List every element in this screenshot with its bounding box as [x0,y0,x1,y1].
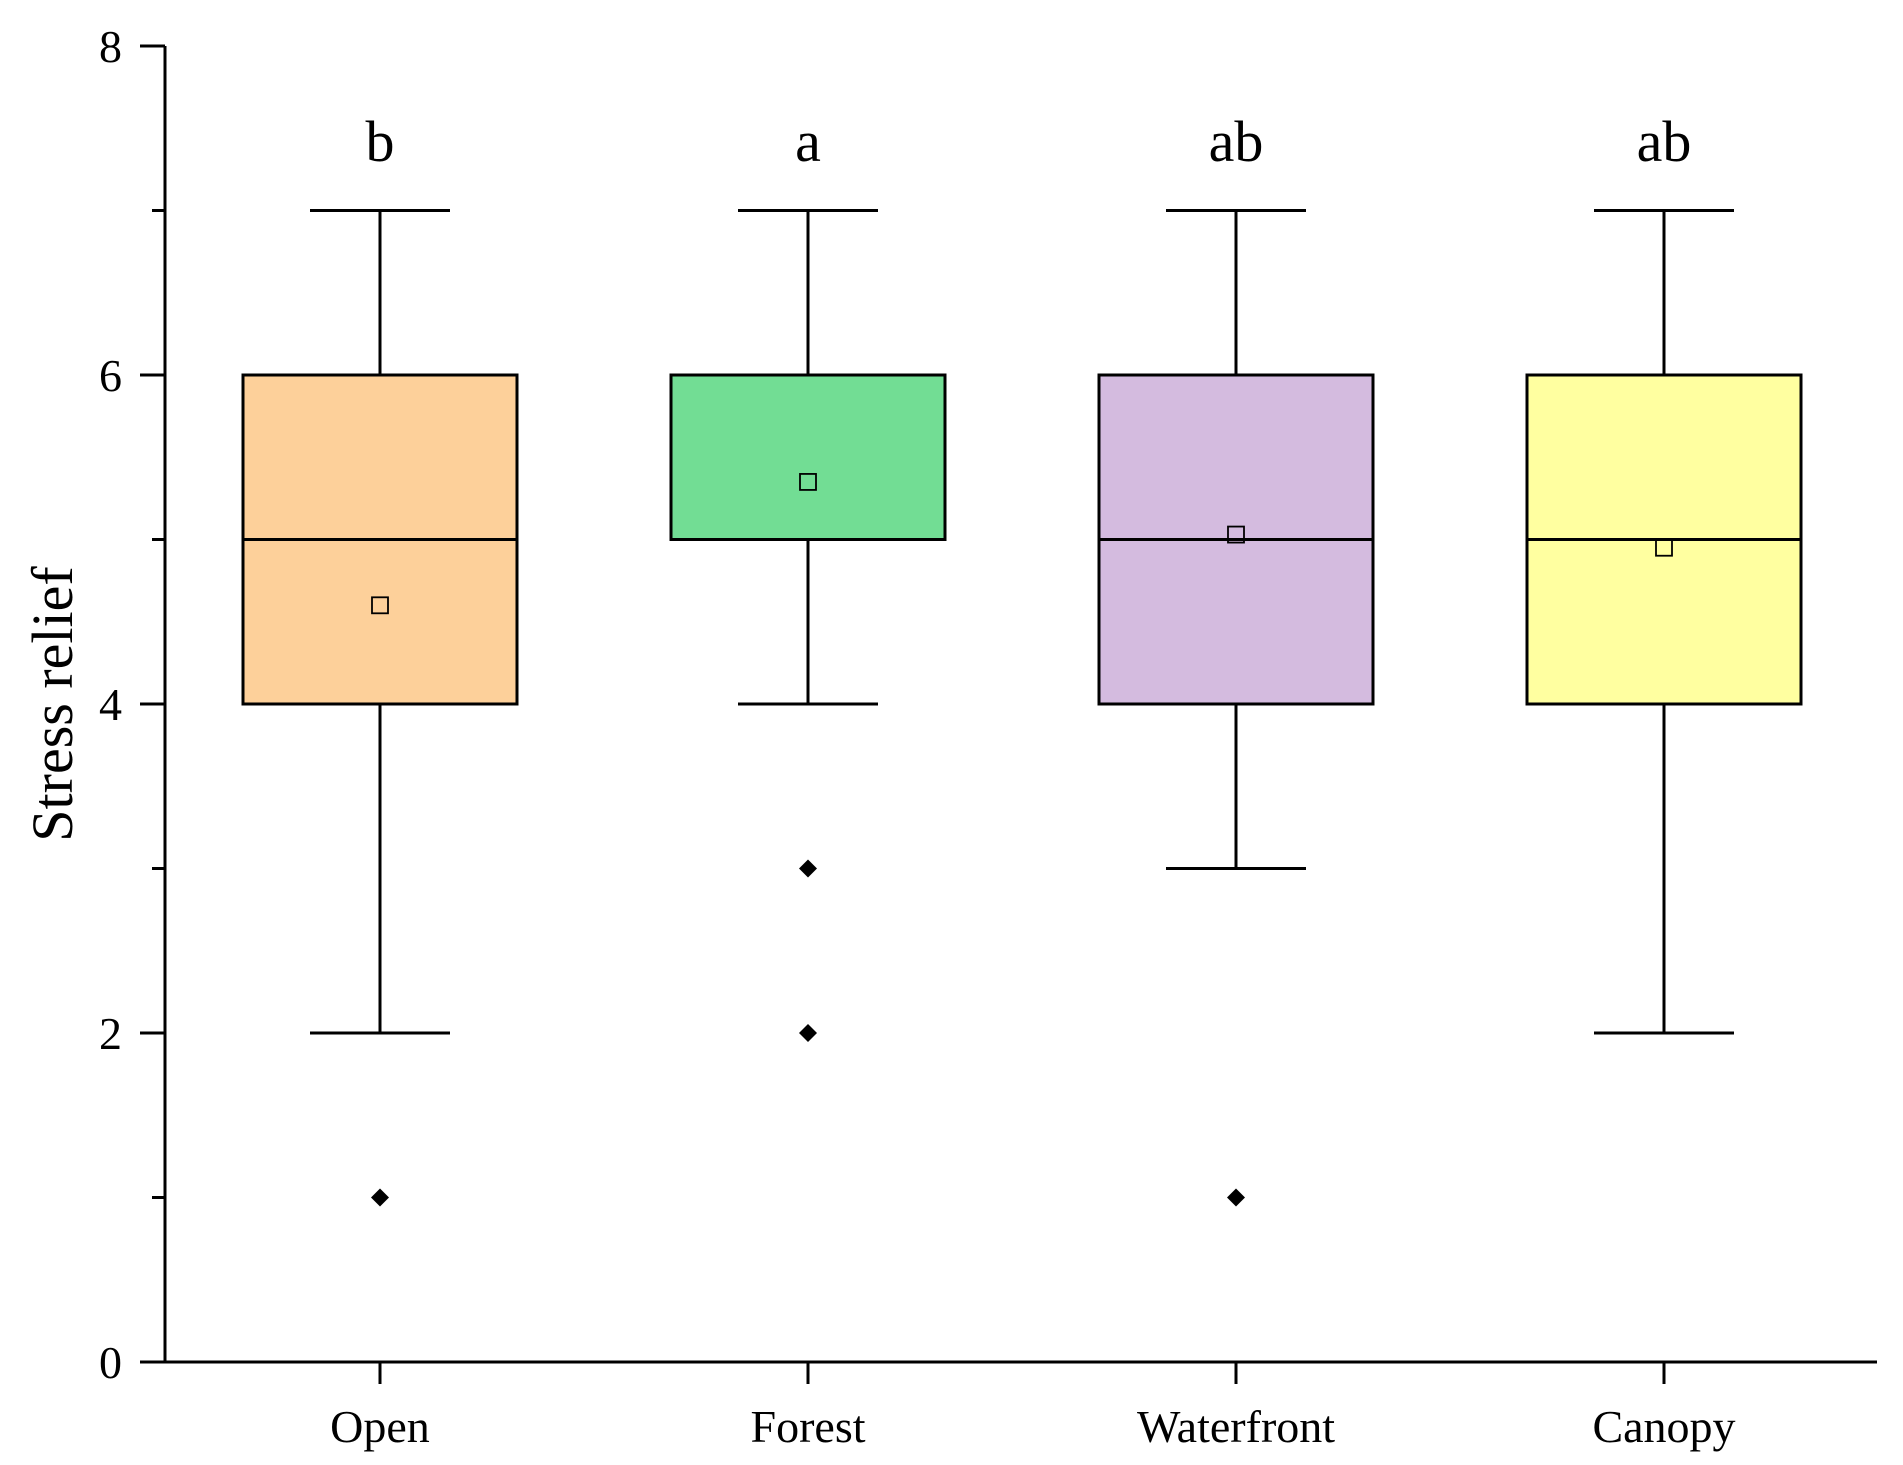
outlier-point [799,1024,817,1042]
y-tick-label: 0 [99,1337,122,1388]
boxes-layer: b a ab ab [241,109,1803,1207]
box-group-open: b [241,109,519,1207]
mean-marker [799,473,817,491]
y-axis-title: Stress relief [20,566,85,842]
mean-marker [1227,525,1245,544]
y-tick-label: 2 [99,1008,122,1059]
mean-marker [1655,538,1673,557]
box-iqr [669,373,947,541]
outlier-point [371,1188,389,1207]
x-tick-label: Canopy [1592,1401,1735,1452]
box-group-waterfront: ab [1097,109,1375,1207]
mean-marker [371,596,389,615]
outlier-point [799,859,817,878]
y-tick-label: 8 [99,21,122,72]
outlier-point [1227,1188,1245,1207]
y-tick-label: 6 [99,350,122,401]
significance-label: a [795,109,821,174]
significance-label: ab [1209,109,1264,174]
x-tick-label: Waterfront [1137,1401,1335,1452]
x-axis: Open Forest Waterfront Canopy [140,1360,1877,1452]
box-group-canopy: ab [1525,109,1803,1035]
significance-label: ab [1637,109,1692,174]
x-tick-label: Forest [751,1401,866,1452]
significance-label: b [366,109,395,174]
x-tick-label: Open [330,1401,430,1452]
box-group-forest: a [669,109,947,1042]
y-axis: 0 2 4 6 8 Stress relief [20,21,167,1388]
y-tick-label: 4 [99,679,122,730]
